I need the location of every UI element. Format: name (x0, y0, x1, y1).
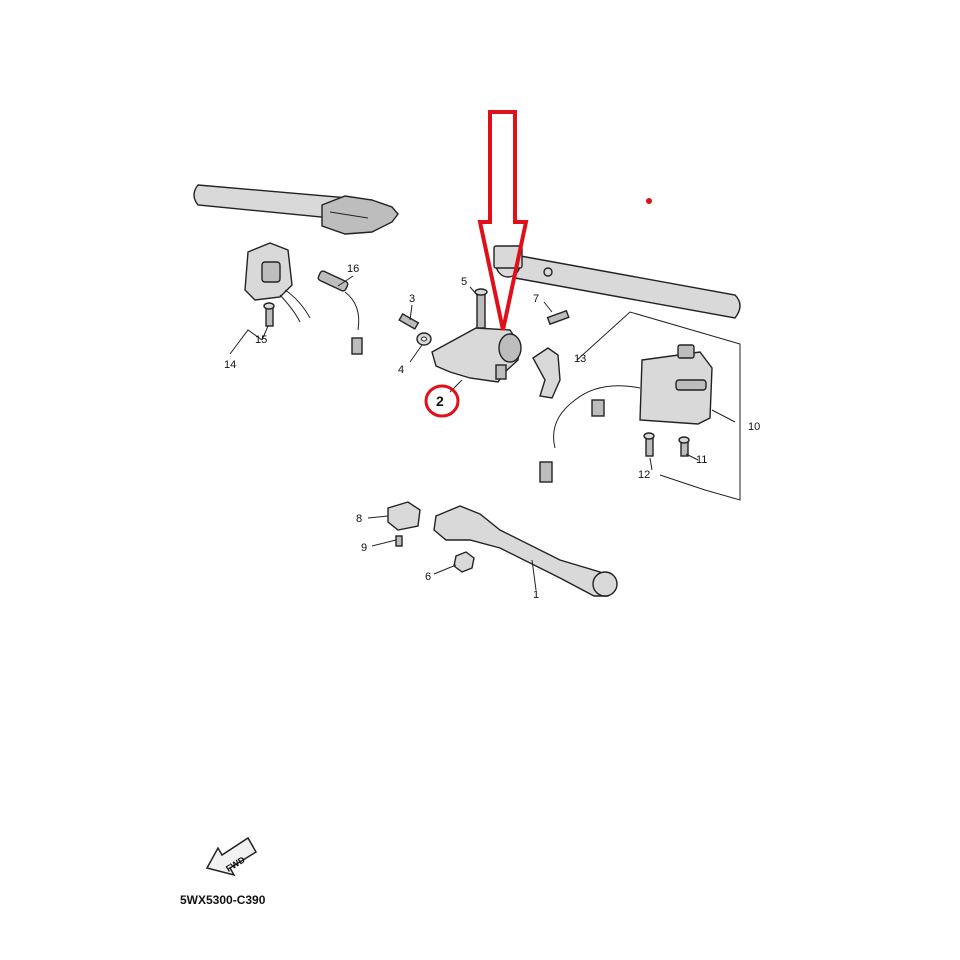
part-code-label: 5WX5300-C390 (180, 893, 266, 907)
part-11-screw (678, 436, 690, 457)
callout-15: 15 (255, 334, 267, 346)
callout-13: 13 (574, 353, 586, 365)
part-16-clutch-switch (317, 270, 363, 355)
part-9-screw (395, 535, 403, 547)
left-handlebar (193, 184, 399, 235)
callout-9: 9 (361, 542, 367, 554)
right-handlebar (493, 245, 741, 319)
part-6-nut (453, 551, 475, 573)
callout-16: 16 (347, 263, 359, 275)
part-10-right-switch (539, 344, 713, 483)
callout-2: 2 (436, 393, 444, 409)
fwd-arrow-icon: FWD (205, 836, 258, 877)
callout-6: 6 (425, 571, 431, 583)
part-8-switch-block (387, 501, 421, 531)
callout-1: 1 (533, 589, 539, 601)
leader-lines (229, 275, 741, 591)
part-4-washer (416, 332, 432, 346)
part-15-screw (263, 302, 275, 327)
part-2-lever-bracket (431, 327, 522, 383)
part-14-switch-housing (244, 242, 311, 323)
part-3-bolt (398, 312, 420, 330)
callout-3: 3 (409, 293, 415, 305)
callout-8: 8 (356, 513, 362, 525)
highlight-arrow (477, 110, 529, 331)
callout-10: 10 (748, 421, 760, 433)
callout-12: 12 (638, 469, 650, 481)
callout-4: 4 (398, 364, 404, 376)
red-dot-marker (646, 198, 652, 204)
part-1-lever (433, 505, 618, 597)
callout-14: 14 (224, 359, 236, 371)
part-12-screw (643, 432, 655, 457)
part-13-clamp (532, 347, 561, 399)
callout-5: 5 (461, 276, 467, 288)
callout-7: 7 (533, 293, 539, 305)
callout-11: 11 (696, 454, 707, 466)
part-7-screw (546, 309, 570, 326)
highlight-circle (424, 384, 460, 418)
